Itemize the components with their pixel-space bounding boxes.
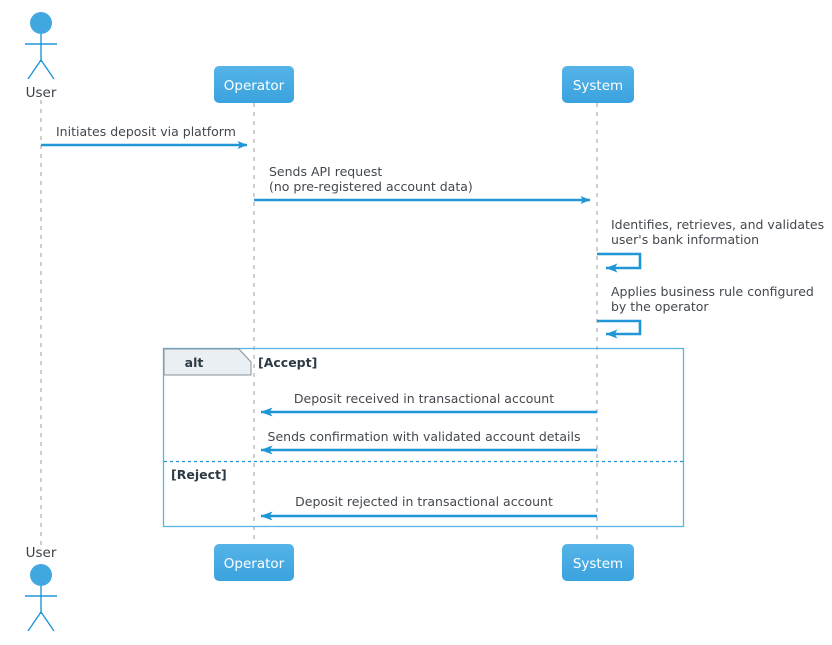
alt-fragment-operator-label: alt	[185, 355, 204, 370]
self-message-identifies-validates-loop	[597, 252, 642, 273]
participant-system-top-label: System	[573, 78, 623, 94]
actor-leg-left	[27, 59, 42, 80]
message-deposit-rejected-label: Deposit rejected in transactional accoun…	[295, 494, 553, 509]
participant-operator-bottom-label: Operator	[224, 556, 285, 572]
participant-operator-bottom-box	[214, 544, 294, 581]
actor-leg-left-bottom	[27, 611, 42, 632]
participant-operator-top[interactable]: Operator	[214, 66, 294, 103]
alt-fragment-frame	[162, 347, 685, 528]
participant-system-bottom-box	[562, 544, 634, 581]
actor-leg-right	[40, 59, 55, 80]
participant-system-bottom[interactable]: System	[562, 544, 634, 581]
alt-fragment[interactable]: alt [Accept] Deposit received in transac…	[162, 347, 685, 528]
self-message-applies-business-rule-loop	[597, 319, 642, 339]
participant-user-bottom-label: User	[26, 545, 57, 561]
message-deposit-received[interactable]: Deposit received in transactional accoun…	[260, 391, 597, 417]
message-sends-confirmation-label: Sends confirmation with validated accoun…	[268, 429, 581, 444]
message-initiates-deposit[interactable]: Initiates deposit via platform	[41, 124, 248, 149]
self-message-identifies-validates-label-line2: user's bank information	[611, 232, 759, 247]
participant-system-top-box	[562, 66, 634, 103]
message-initiates-deposit-label: Initiates deposit via platform	[56, 124, 236, 139]
participant-user-top-label: User	[26, 85, 57, 101]
message-deposit-rejected[interactable]: Deposit rejected in transactional accoun…	[260, 494, 597, 521]
self-message-applies-business-rule-label-line2: by the operator	[611, 299, 709, 314]
alt-fragment-guard-reject: [Reject]	[171, 467, 227, 482]
participant-operator-top-box	[214, 66, 294, 103]
alt-fragment-guard-accept: [Accept]	[258, 355, 317, 370]
message-deposit-received-label: Deposit received in transactional accoun…	[294, 391, 554, 406]
message-sends-api-request-label-line2: (no pre-registered account data)	[269, 179, 473, 194]
self-message-identifies-validates[interactable]: Identifies, retrieves, and validates use…	[597, 217, 824, 273]
participant-operator-top-label: Operator	[224, 78, 285, 94]
actor-head-icon	[30, 12, 52, 34]
self-message-applies-business-rule-label-line1: Applies business rule configured	[611, 284, 814, 299]
participant-system-bottom-label: System	[573, 556, 623, 572]
participant-user-top[interactable]: User	[25, 12, 57, 101]
self-message-applies-business-rule[interactable]: Applies business rule configured by the …	[597, 284, 814, 339]
participant-user-bottom[interactable]: User	[25, 545, 57, 632]
message-sends-confirmation[interactable]: Sends confirmation with validated accoun…	[260, 429, 597, 455]
self-message-identifies-validates-label-line1: Identifies, retrieves, and validates	[611, 217, 824, 232]
participant-operator-bottom[interactable]: Operator	[214, 544, 294, 581]
participant-system-top[interactable]: System	[562, 66, 634, 103]
message-sends-api-request[interactable]: Sends API request (no pre-registered acc…	[254, 164, 591, 204]
message-sends-api-request-label-line1: Sends API request	[269, 164, 382, 179]
actor-head-icon-bottom	[30, 564, 52, 586]
lifelines-group	[40, 100, 598, 545]
actor-leg-right-bottom	[40, 611, 55, 632]
alt-fragment-tab	[163, 348, 252, 376]
